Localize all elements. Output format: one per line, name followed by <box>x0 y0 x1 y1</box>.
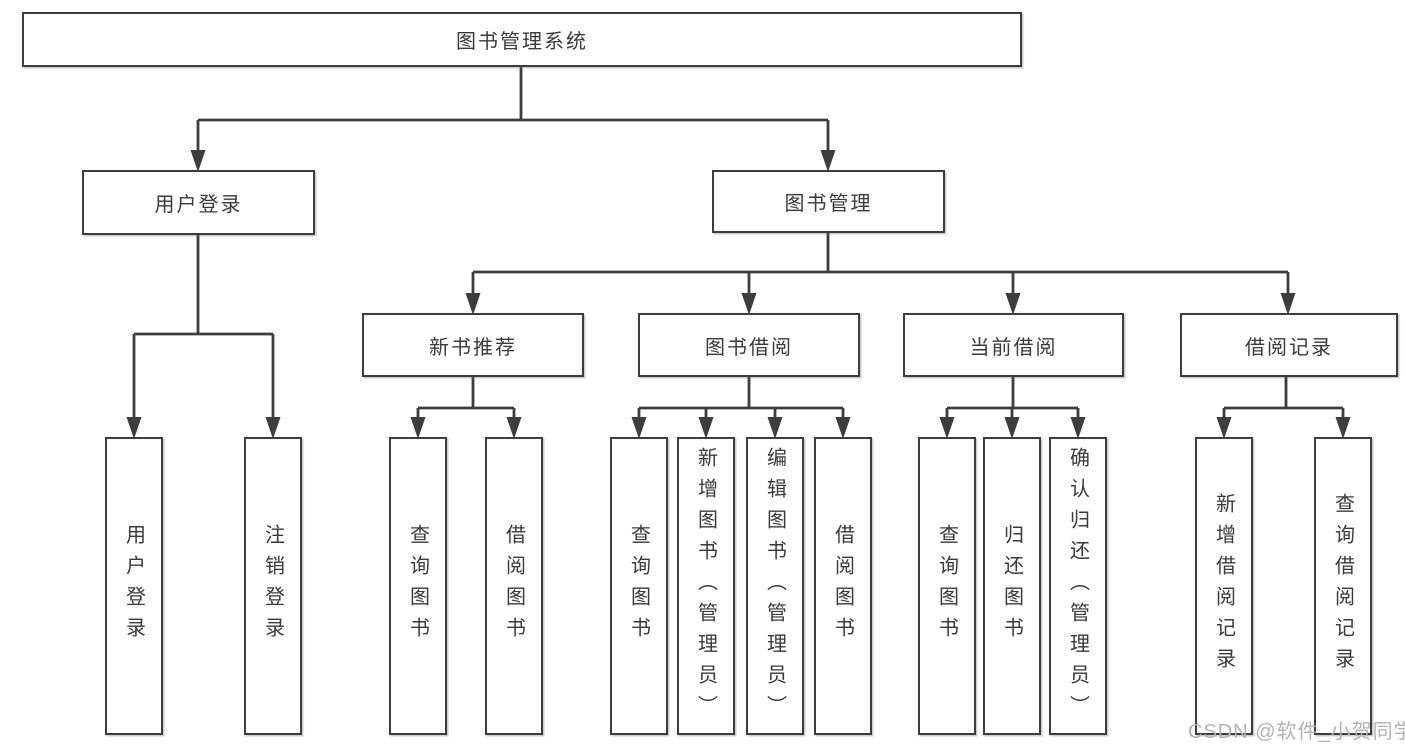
node-library-system-label: 图书管理系统 <box>456 31 588 53</box>
node-book-management: 图书管理 <box>712 170 945 233</box>
node-new-book-recommend: 新书推荐 <box>362 313 584 377</box>
leaf-borrow-books-label: 借阅图书 <box>831 524 854 648</box>
node-current-borrow-label: 当前借阅 <box>969 336 1058 359</box>
leaf-add-borrow-record-label: 新增借阅记录 <box>1212 493 1235 679</box>
leaf-logout-label: 注销登录 <box>261 524 284 648</box>
leaf-confirm-return-admin: 确认归还（管理员） <box>1049 437 1107 735</box>
leaf-return-book-label: 归还图书 <box>1000 524 1023 648</box>
node-user-login: 用户登录 <box>82 170 315 235</box>
node-borrow-records: 借阅记录 <box>1180 313 1398 377</box>
node-current-borrow: 当前借阅 <box>903 313 1124 377</box>
leaf-confirm-return-admin-label: 确认归还（管理员） <box>1066 446 1089 726</box>
node-library-system: 图书管理系统 <box>22 12 1022 67</box>
leaf-add-borrow-record: 新增借阅记录 <box>1195 437 1253 735</box>
leaf-query-borrow-record: 查询借阅记录 <box>1314 437 1372 735</box>
node-user-login-label: 用户登录 <box>154 194 243 216</box>
leaf-add-book-admin: 新增图书（管理员） <box>677 437 735 735</box>
node-book-borrow-label: 图书借阅 <box>705 336 793 359</box>
node-book-management-label: 图书管理 <box>784 193 873 215</box>
leaf-logout: 注销登录 <box>244 437 302 735</box>
leaf-borrow-books: 借阅图书 <box>814 437 872 735</box>
leaf-user-login: 用户登录 <box>105 437 163 735</box>
node-new-book-recommend-label: 新书推荐 <box>429 336 517 359</box>
leaf-borrow-books-recommend: 借阅图书 <box>485 437 543 735</box>
leaf-add-book-admin-label: 新增图书（管理员） <box>694 446 717 726</box>
node-borrow-records-label: 借阅记录 <box>1245 336 1333 359</box>
leaf-edit-book-admin-label: 编辑图书（管理员） <box>763 446 786 726</box>
leaf-borrow-books-recommend-label: 借阅图书 <box>502 524 525 648</box>
leaf-return-book: 归还图书 <box>983 437 1041 735</box>
leaf-user-login-label: 用户登录 <box>122 524 145 648</box>
leaf-query-books-current: 查询图书 <box>918 437 976 735</box>
leaf-query-books-recommend: 查询图书 <box>389 437 447 735</box>
watermark: CSDN @软件_小贺同学 <box>1188 721 1405 743</box>
node-book-borrow: 图书借阅 <box>638 313 860 377</box>
leaf-query-books-current-label: 查询图书 <box>935 524 958 648</box>
leaf-query-borrow-record-label: 查询借阅记录 <box>1331 493 1354 679</box>
leaf-edit-book-admin: 编辑图书（管理员） <box>746 437 804 735</box>
leaf-query-books-borrow: 查询图书 <box>610 437 668 735</box>
leaf-query-books-recommend-label: 查询图书 <box>406 524 429 648</box>
leaf-query-books-borrow-label: 查询图书 <box>627 524 650 648</box>
